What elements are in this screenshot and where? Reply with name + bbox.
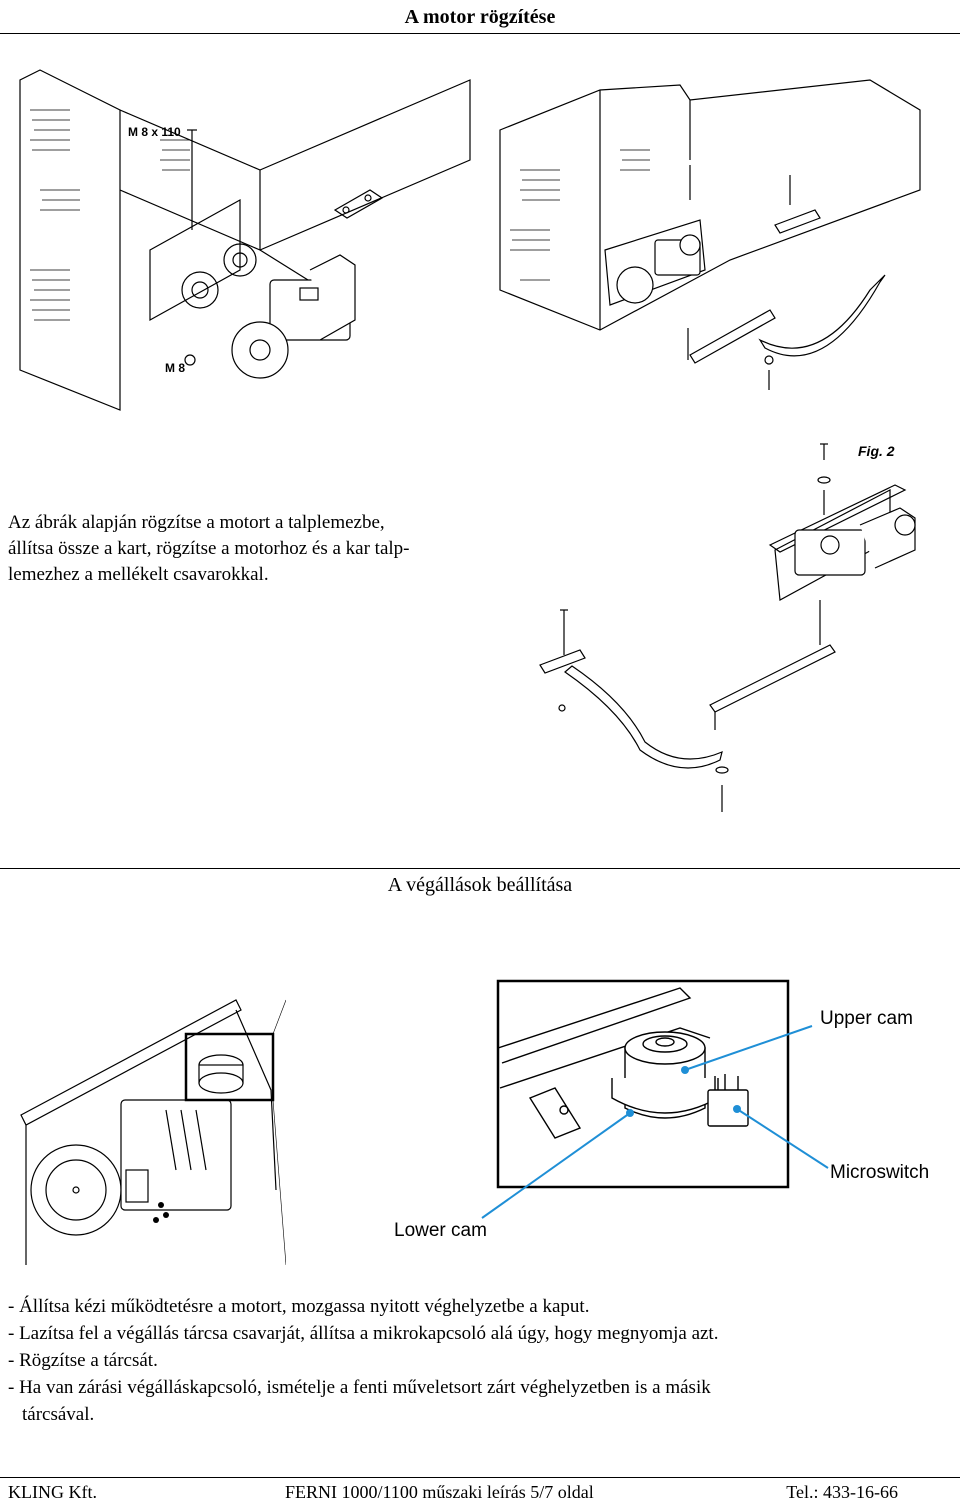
cam-detail-illustration: Upper cam Microswitch Lower cam	[380, 978, 940, 1248]
step-line: - Állítsa kézi működtetésre a motort, mo…	[8, 1296, 590, 1317]
bolt-size-label: M 8 x 110	[128, 125, 181, 139]
motor-mounting-illustration: M 8 x 110 M 8	[10, 50, 480, 440]
fig2-illustration: Fig. 2	[520, 430, 950, 830]
upper-cam-label: Upper cam	[820, 1008, 913, 1029]
nut-size-label: M 8	[165, 361, 185, 375]
lower-cam-label: Lower cam	[394, 1220, 487, 1241]
title-rule	[0, 33, 960, 34]
intro-line: lemezhez a mellékelt csavarokkal.	[8, 564, 269, 585]
motor-cam-overview-illustration	[16, 990, 286, 1265]
step-line: - Rögzítse a tárcsát.	[8, 1350, 158, 1371]
step-line: - Lazítsa fel a végállás tárcsa csavarjá…	[8, 1323, 719, 1344]
section-title: A végállások beállítása	[387, 874, 573, 896]
footer-document: FERNI 1000/1100 műszaki leírás 5/7 oldal	[285, 1482, 594, 1502]
microswitch-label: Microswitch	[830, 1162, 929, 1183]
step-line: tárcsával.	[22, 1404, 95, 1425]
step-line: - Ha van zárási végálláskapcsoló, isméte…	[8, 1377, 711, 1398]
detail-highlight-box	[184, 1032, 275, 1102]
intro-line: Az ábrák alapján rögzítse a motort a tal…	[8, 512, 385, 533]
footer: KLING Kft. FERNI 1000/1100 műszaki leírá…	[0, 1480, 960, 1502]
limit-setting-steps: - Állítsa kézi működtetésre a motort, mo…	[8, 1293, 952, 1428]
section-rule	[0, 868, 960, 869]
mounting-instructions: Az ábrák alapján rögzítse a motort a tal…	[8, 510, 528, 588]
intro-line: állítsa össze a kart, rögzítse a motorho…	[8, 538, 410, 559]
page-title: A motor rögzítése	[404, 6, 556, 28]
footer-company: KLING Kft.	[8, 1482, 97, 1502]
arm-assembly-illustration	[490, 70, 940, 410]
footer-phone: Tel.: 433-16-66	[786, 1482, 898, 1502]
footer-rule	[0, 1477, 960, 1478]
fig2-caption: Fig. 2	[858, 443, 895, 459]
